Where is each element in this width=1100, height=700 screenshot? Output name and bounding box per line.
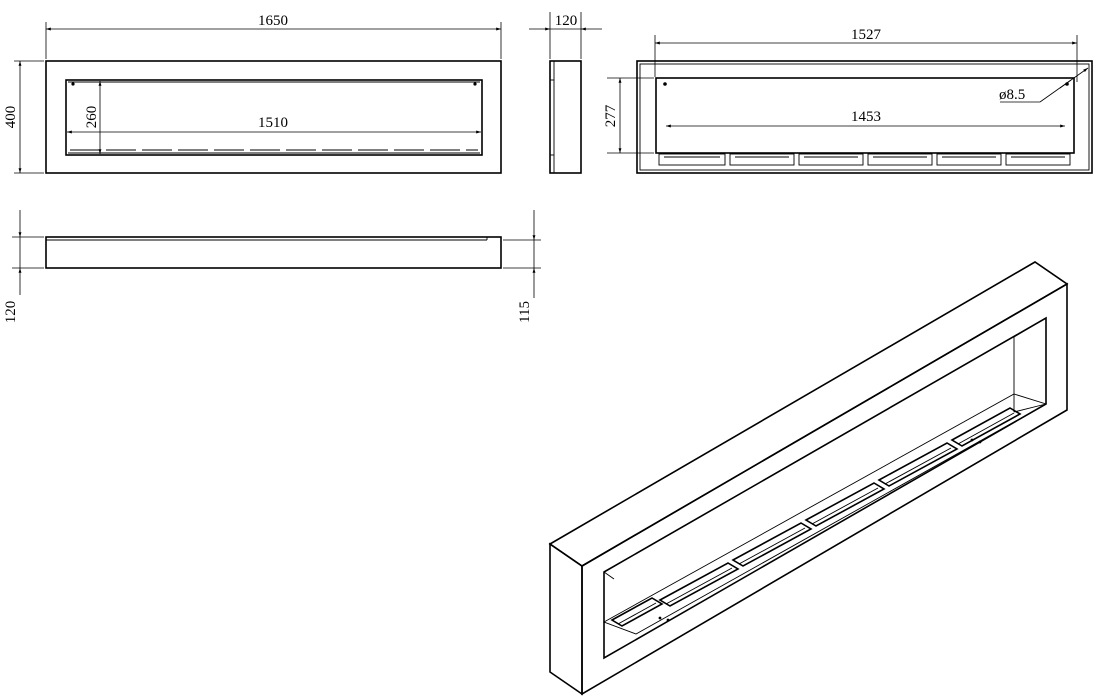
dim-260-label: 260 <box>84 106 100 129</box>
isometric-view <box>548 261 1069 696</box>
dim-1453-label: 1453 <box>851 109 881 125</box>
top-body <box>45 236 502 269</box>
dim-400-label: 400 <box>3 106 19 129</box>
rear-outer-frame <box>636 60 1093 174</box>
rear-view: 1527 277 1453 ø8.5 <box>603 27 1093 174</box>
front-screw-right <box>473 82 477 86</box>
side-view: 120 <box>529 12 602 174</box>
dim-side-120-label: 120 <box>555 13 578 29</box>
iso-frame-front-face <box>581 282 1068 696</box>
front-outer-frame <box>45 60 502 174</box>
rear-inner-panel <box>655 77 1075 154</box>
dim-277-label: 277 <box>603 104 619 127</box>
iso-burner-tray <box>602 393 1048 635</box>
dim-1527-label: 1527 <box>851 27 882 43</box>
dim-1650-label: 1650 <box>258 13 288 29</box>
front-view: 1650 400 1510 260 <box>3 13 502 174</box>
top-view: 120 115 <box>3 210 541 323</box>
iso-opening <box>603 316 1047 660</box>
dim-top-120-label: 120 <box>3 301 19 324</box>
side-body <box>549 60 582 174</box>
dim-hole-label: ø8.5 <box>999 87 1025 103</box>
dim-1510-label: 1510 <box>258 115 288 131</box>
iso-frame-side-face <box>549 542 583 696</box>
front-screw-left <box>71 82 75 86</box>
rear-hole-left <box>663 82 667 86</box>
dim-top-115-label: 115 <box>517 301 533 323</box>
iso-frame-top-face <box>548 261 1069 567</box>
front-opening <box>65 79 483 156</box>
rear-burner-boxes <box>658 153 1071 166</box>
